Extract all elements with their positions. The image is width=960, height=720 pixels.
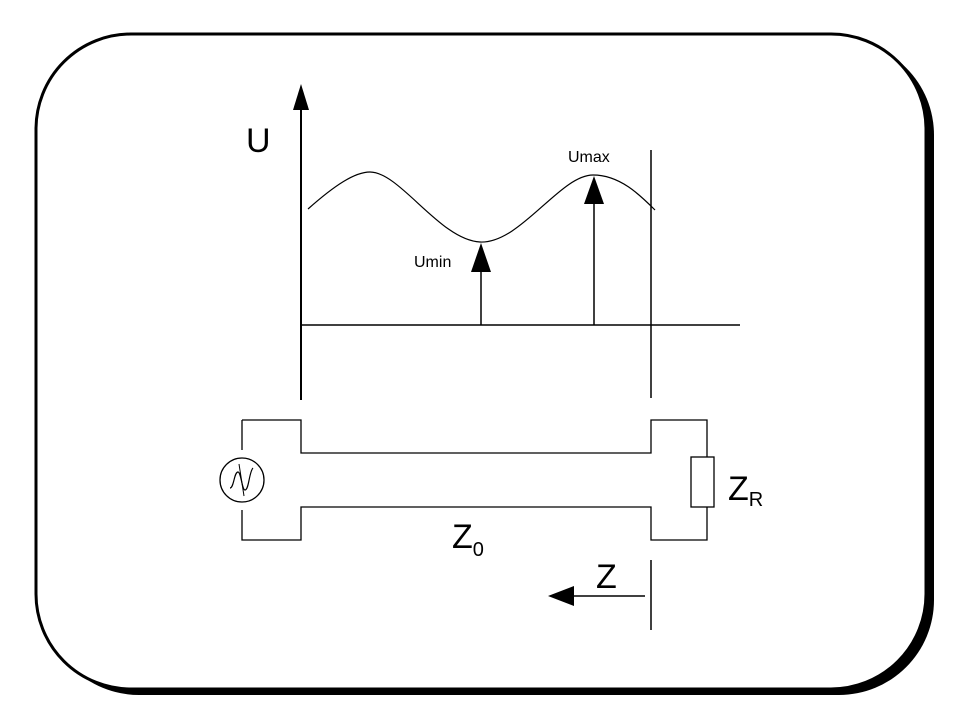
umax-label: Umax <box>568 149 610 166</box>
umin-label: Umin <box>414 254 451 271</box>
z-direction-arrowhead <box>548 586 574 606</box>
u-axis-arrowhead <box>293 84 309 110</box>
transmission-line <box>241 419 708 541</box>
u-axis-label: U <box>246 122 271 160</box>
umax-arrowhead <box>584 176 604 204</box>
frame <box>34 32 928 691</box>
standing-wave-curve <box>307 171 656 243</box>
load-impedance-label: ZR <box>728 470 763 511</box>
umin-arrowhead <box>471 243 491 272</box>
z-direction-label: Z <box>596 558 617 596</box>
line-impedance-label: Z0 <box>452 518 484 561</box>
ac-voltage-source-icon <box>219 457 265 503</box>
resistor-icon <box>690 456 715 508</box>
